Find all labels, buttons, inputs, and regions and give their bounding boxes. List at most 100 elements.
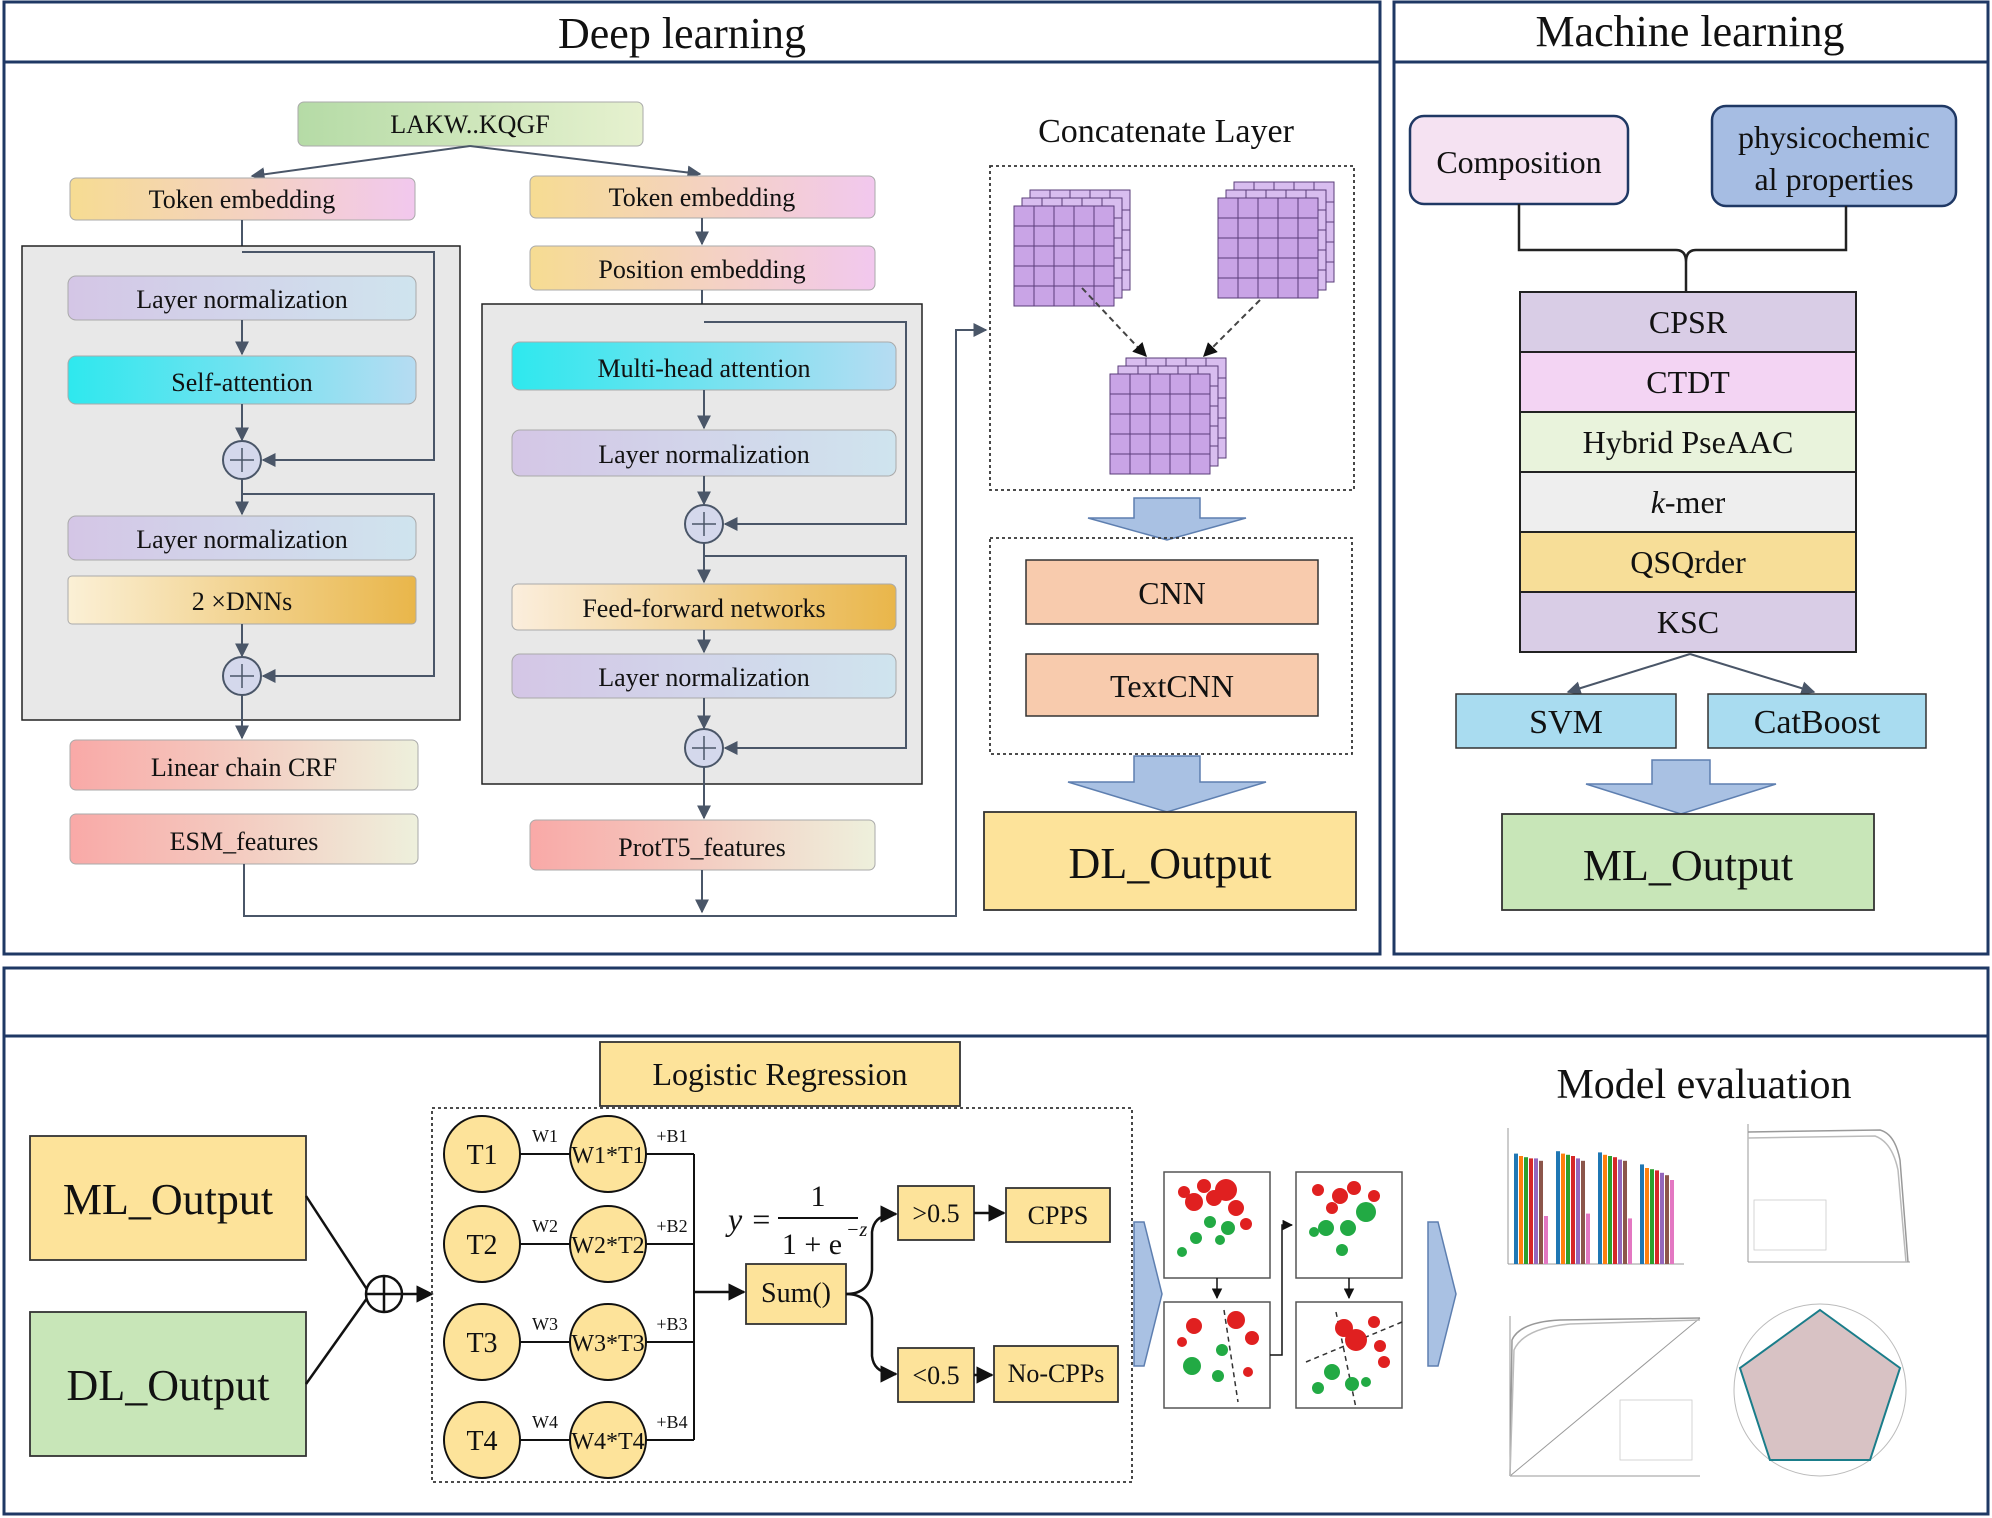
prot-layer-norm-1-label: Layer normalization (598, 440, 810, 469)
cpps-box (1005, 1187, 1111, 1243)
scatter-point (1345, 1329, 1367, 1351)
ensemble-dl-output-label: DL_Output (67, 1361, 270, 1410)
lr-to-scatter-arrow-icon (1133, 1221, 1163, 1367)
scatter-point (1326, 1202, 1338, 1214)
eval-bar (1613, 1157, 1617, 1264)
esm-layer-norm-2-label: Layer normalization (136, 525, 348, 554)
composition-label: Composition (1436, 144, 1601, 180)
scatter-point (1312, 1184, 1324, 1196)
eval-bar (1524, 1157, 1528, 1264)
scatter-point (1374, 1340, 1386, 1352)
svm-box (1455, 693, 1677, 749)
esm-self-attention-label: Self-attention (171, 368, 313, 397)
eval-bar (1665, 1175, 1669, 1264)
formula-exponent: −z (846, 1219, 867, 1241)
esm-dnns-label: 2 ×DNNs (192, 587, 293, 616)
eval-bar (1534, 1158, 1538, 1264)
ml-feature-box-5 (1519, 591, 1857, 653)
concat-layer-title: Concatenate Layer (1038, 113, 1294, 150)
catboost-label: CatBoost (1754, 704, 1881, 741)
lr-weighted-label: W1*T1 (571, 1143, 644, 1169)
scatter-point (1215, 1235, 1225, 1245)
prot-ffn-label: Feed-forward networks (582, 594, 825, 623)
machine-learning-section: Machine learning Composition physicochem… (1392, 0, 1990, 956)
scatter-point (1332, 1188, 1348, 1204)
scatter-point (1204, 1216, 1216, 1228)
ml-feature-label-4: QSQrder (1630, 544, 1746, 580)
eval-bar (1556, 1151, 1560, 1264)
concat-layer-box (989, 165, 1355, 491)
ensemble-ml-output-label: ML_Output (63, 1175, 273, 1224)
scatter-point (1361, 1377, 1371, 1387)
physicochemical-box (1710, 104, 1958, 208)
eval-bar (1561, 1153, 1565, 1264)
eval-bar (1670, 1180, 1674, 1264)
eval-bar (1660, 1172, 1664, 1264)
eval-bar (1581, 1160, 1585, 1264)
classification-scatter-plots (1163, 1171, 1403, 1409)
esm-crf-box (69, 739, 419, 791)
scatter-point (1318, 1220, 1334, 1236)
feature-map-grid-esm (1013, 189, 1131, 307)
scatter-point (1177, 1247, 1187, 1257)
lr-bias-label: +B4 (656, 1412, 687, 1432)
scatter-point (1368, 1316, 1380, 1328)
threshold-lt-label: <0.5 (912, 1361, 959, 1390)
eval-bar (1655, 1170, 1659, 1264)
lr-bias-label: +B3 (656, 1314, 687, 1334)
section-title-model-evaluation: Model evaluation (1556, 1062, 1851, 1108)
scatter-point (1186, 1318, 1202, 1334)
logistic-regression-box (431, 1107, 1133, 1483)
ensemble-dl-output-box (29, 1311, 307, 1457)
scatter-point (1312, 1382, 1324, 1394)
ml-feature-box-0 (1519, 291, 1857, 353)
ml-to-output-arrow-icon (1585, 759, 1777, 815)
eval-bar (1571, 1156, 1575, 1264)
dl-output-label: DL_Output (1069, 839, 1272, 888)
evaluation-radar-chart-thumbnail (1733, 1303, 1907, 1477)
ml-feature-label-0: CPSR (1649, 304, 1728, 340)
esm-features-label: ESM_features (170, 827, 319, 856)
no-cpps-box (993, 1345, 1119, 1403)
esm-crf-label: Linear chain CRF (151, 753, 337, 782)
scatter-point (1212, 1370, 1224, 1382)
scatter-point (1347, 1181, 1361, 1195)
logistic-regression-title: Logistic Regression (652, 1056, 907, 1092)
prot-features-label: ProtT5_features (618, 833, 786, 862)
scatter-point (1185, 1193, 1203, 1211)
scatter-point (1368, 1190, 1380, 1202)
scatter-point (1221, 1221, 1235, 1235)
feature-map-grids (1013, 181, 1335, 475)
eval-bar (1598, 1152, 1602, 1264)
formula-numerator: 1 (811, 1180, 826, 1213)
eval-bar (1519, 1156, 1523, 1264)
prot-position-embedding-label: Position embedding (598, 255, 805, 284)
ml-feature-label-3: k-mer (1651, 484, 1726, 520)
scatter-point (1345, 1377, 1359, 1391)
threshold-gt-box (897, 1185, 975, 1241)
lr-input-label: T4 (466, 1426, 497, 1457)
ml-feature-label-2: Hybrid PseAAC (1583, 424, 1794, 460)
prot-mha-label: Multi-head attention (597, 354, 810, 383)
formula-y: y = (725, 1201, 772, 1237)
ml-output-box (1501, 813, 1875, 911)
lr-input-label: T1 (466, 1140, 497, 1171)
threshold-gt-label: >0.5 (912, 1199, 959, 1228)
scatter-point (1177, 1337, 1187, 1347)
section-title-deep-learning: Deep learning (558, 9, 806, 58)
physicochemical-label-line1: physicochemic (1738, 119, 1930, 155)
feature-map-grid-concat (1109, 357, 1227, 475)
sum-box (745, 1263, 847, 1325)
eval-bar (1618, 1159, 1622, 1264)
ensemble-ml-output-box (29, 1135, 307, 1261)
logistic-regression-title-box (599, 1041, 961, 1107)
eval-bar (1603, 1154, 1607, 1264)
scatter-plot-1 (1163, 1171, 1271, 1279)
scatter-plot-4 (1295, 1301, 1403, 1409)
prot-layer-norm-2-label: Layer normalization (598, 663, 810, 692)
lr-weight-label: W2 (532, 1216, 558, 1236)
physicochemical-label-line2: al properties (1754, 161, 1913, 197)
textcnn-label: TextCNN (1110, 668, 1234, 704)
